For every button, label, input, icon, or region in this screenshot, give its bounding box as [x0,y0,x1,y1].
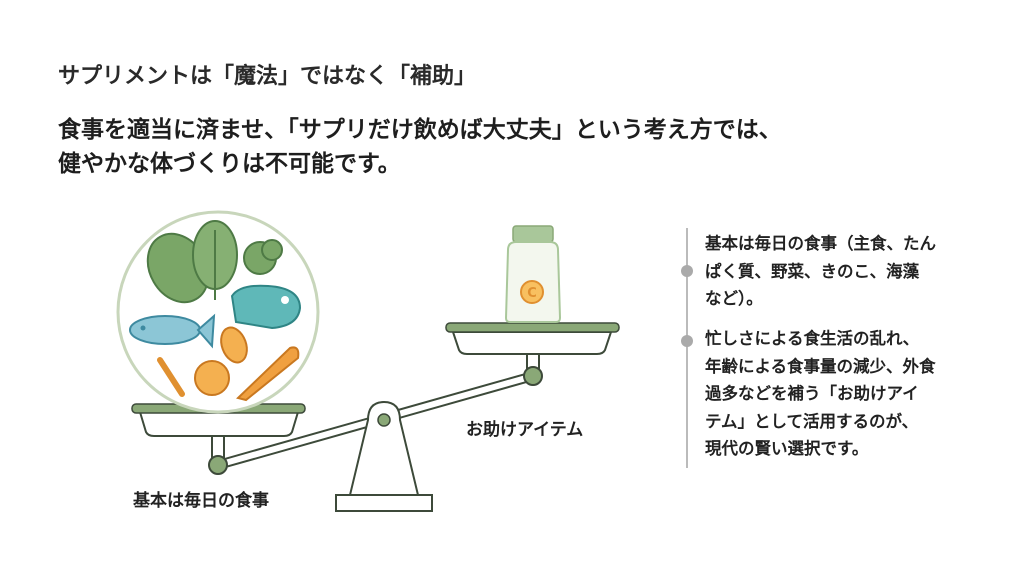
note-2: 忙しさによる食生活の乱れ、 年齢による食事量の減少、外食 過多などを補う「お助け… [705,329,936,458]
lead-text: 食事を適当に済ませ、「サプリだけ飲めば大丈夫」という考え方では、 健やかな体づく… [58,113,782,181]
scale-fulcrum [335,400,433,512]
note-1: 基本は毎日の食事（主食、たん ぱく質、野菜、きのこ、海藻 など）。 [705,234,936,308]
left-pan-label: 基本は毎日の食事 [133,491,269,511]
meat-icon [230,284,302,330]
left-pan [131,403,306,475]
timeline-line [686,228,688,468]
lead-line-1: 食事を適当に済ませ、「サプリだけ飲めば大丈夫」という考え方では、 [58,117,782,143]
lead-line-2: 健やかな体づくりは不可能です。 [58,151,401,177]
timeline-dot [681,265,693,277]
leafy-greens-icon [146,220,238,304]
notes-timeline: 基本は毎日の食事（主食、たん ぱく質、野菜、きのこ、海藻 など）。 忙しさによる… [681,228,986,468]
fish-icon [129,313,216,349]
food-plate [116,210,320,414]
slide-title: サプリメントは「魔法」ではなく「補助」 [58,64,477,89]
vegetables-icon [157,326,300,402]
right-pan-label: お助けアイテム [466,420,584,440]
right-pan [445,322,620,386]
broccoli-icon [243,239,283,275]
bottle-letter: C [527,286,537,301]
timeline-dot [681,335,693,347]
supplement-bottle-icon: C [504,225,562,323]
